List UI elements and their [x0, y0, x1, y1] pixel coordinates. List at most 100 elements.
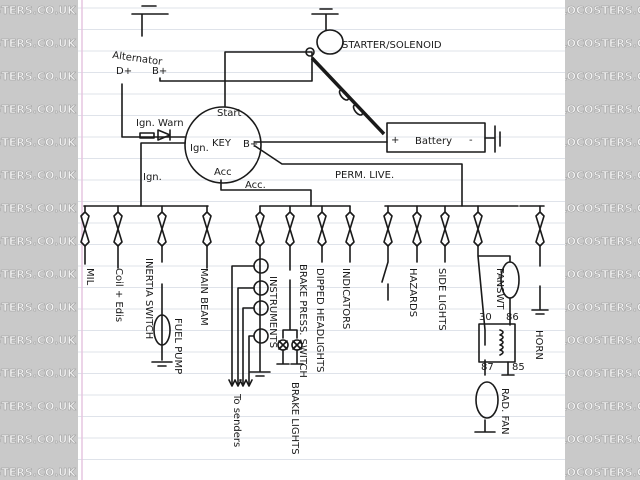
mil-label: MIL	[84, 268, 95, 286]
perm-live-label: PERM. LIVE.	[335, 170, 394, 181]
relay-87-label: 87	[481, 362, 494, 373]
watermark-text: LOCOSTERS.CO.UK	[560, 37, 640, 50]
horn-wire	[531, 245, 549, 315]
watermark-text: LOCOSTERS.CO.UK	[0, 235, 76, 248]
relay-box	[478, 323, 516, 363]
watermark-text: LOCOSTERS.CO.UK	[0, 37, 76, 50]
ign-feed-wire	[140, 142, 186, 207]
fuel-pump-wire	[151, 283, 173, 367]
key-switch-circle	[184, 106, 262, 184]
left-circuit-wires	[84, 245, 208, 269]
fuse-row	[80, 205, 545, 247]
alternator-starter-wires	[159, 51, 313, 107]
solenoid-terminal	[305, 47, 315, 57]
coil-edis-label: Coil + Edis	[113, 268, 124, 322]
radiator-fan-circuit: FANSWT RAD. FAN 30 86 87 85	[474, 245, 525, 435]
sender-wires	[231, 265, 255, 385]
watermark-right: LOCOSTERS.CO.UK LOCOSTERS.CO.UK LOCOSTERS.…	[560, 4, 640, 480]
dipped-headlights-label: DIPPED HEADLIGHTS	[314, 268, 325, 373]
right-circuit-wires	[381, 245, 446, 301]
brake-switch-label: BRAKE PRESS. SWITCH	[297, 264, 308, 378]
inertia-switch-label: INERTIA SWITCH	[143, 258, 154, 339]
cable-crimp	[352, 104, 364, 116]
acc-feed-label: Acc.	[245, 180, 266, 191]
watermark-text: LOCOSTERS.CO.UK	[560, 433, 640, 446]
watermark-text: LOCOSTERS.CO.UK	[560, 202, 640, 215]
watermark-text: LOCOSTERS.CO.UK	[0, 367, 76, 380]
ground-symbol-alternator	[131, 5, 169, 37]
relay-coil-icon	[499, 329, 515, 376]
battery-label: Battery	[415, 136, 452, 147]
instrument-gauges	[228, 258, 269, 387]
watermark-text: LOCOSTERS.CO.UK	[560, 466, 640, 479]
watermark-text: LOCOSTERS.CO.UK	[560, 235, 640, 248]
watermark-text: LOCOSTERS.CO.UK	[0, 400, 76, 413]
watermark-text: LOCOSTERS.CO.UK	[0, 4, 76, 17]
led-icon	[157, 129, 171, 141]
watermark-text: LOCOSTERS.CO.UK	[0, 433, 76, 446]
to-senders-label: To senders	[231, 393, 242, 447]
relay-86-label: 86	[506, 312, 519, 323]
arrow-icons	[228, 379, 253, 387]
battery: + Battery -	[386, 122, 501, 153]
relay-30-label: 30	[479, 312, 492, 323]
resistor-icon	[139, 132, 155, 139]
relay-85-label: 85	[512, 362, 525, 373]
watermark-text: LOCOSTERS.CO.UK	[0, 70, 76, 83]
acc-terminal-label: Acc	[214, 167, 232, 178]
watermark-text: LOCOSTERS.CO.UK	[0, 202, 76, 215]
watermark-text: LOCOSTERS.CO.UK	[560, 4, 640, 17]
starter-motor-icon	[316, 29, 344, 55]
brake-light-wires	[282, 245, 298, 339]
rad-fan-icon	[475, 381, 499, 419]
acc-feed-wire	[220, 179, 312, 207]
starter-label: STARTER/SOLENOID	[342, 40, 442, 51]
fan-switch-label: FANSWT	[494, 268, 505, 310]
ground-symbol-starter	[311, 8, 339, 31]
ignition-key-switch: Start KEY B+ Ign. Acc	[184, 106, 262, 184]
watermark-text: LOCOSTERS.CO.UK	[560, 103, 640, 116]
watermark-text: LOCOSTERS.CO.UK	[560, 169, 640, 182]
fan-switch-icon	[500, 261, 520, 299]
watermark-text: LOCOSTERS.CO.UK	[0, 466, 76, 479]
start-terminal-label: Start	[217, 108, 242, 119]
watermark-text: LOCOSTERS.CO.UK	[0, 136, 76, 149]
watermark-text: LOCOSTERS.CO.UK	[0, 103, 76, 116]
watermark-text: LOCOSTERS.CO.UK	[0, 334, 76, 347]
horn-label: HORN	[533, 330, 544, 360]
b-plus-label: B+	[152, 66, 167, 77]
fuel-pump-label: FUEL PUMP	[172, 318, 183, 374]
fuel-pump-icon	[153, 314, 171, 346]
starter-solenoid: STARTER/SOLENOID	[305, 8, 442, 57]
watermark-text: LOCOSTERS.CO.UK	[0, 268, 76, 281]
hazards-label: HAZARDS	[407, 268, 418, 317]
brake-lights-label: BRAKE LIGHTS	[289, 382, 300, 455]
battery-minus-label: -	[469, 135, 473, 146]
watermark-text: LOCOSTERS.CO.UK	[560, 70, 640, 83]
d-plus-label: D+	[116, 66, 132, 77]
cable-crimp	[338, 89, 350, 101]
side-lights-label: SIDE LIGHTS	[436, 268, 447, 331]
ground-symbol-battery	[484, 125, 501, 153]
brake-light-bulbs	[276, 339, 304, 365]
ign-terminal-label: Ign.	[190, 143, 209, 154]
instruments-ground-wire	[249, 245, 271, 377]
watermark-text: LOCOSTERS.CO.UK	[0, 169, 76, 182]
middle-circuit-wires	[321, 245, 351, 263]
watermark-text: LOCOSTERS.CO.UK	[560, 400, 640, 413]
perm-live-wire	[254, 145, 463, 207]
watermark-text: LOCOSTERS.CO.UK	[560, 367, 640, 380]
key-b-plus-label: B+	[243, 139, 258, 150]
watermark-text: LOCOSTERS.CO.UK	[560, 268, 640, 281]
indicators-label: INDICATORS	[340, 268, 351, 329]
watermark-text: LOCOSTERS.CO.UK	[0, 301, 76, 314]
ign-warn-label: Ign. Warn	[136, 118, 184, 129]
rad-fan-label: RAD. FAN	[499, 388, 510, 435]
main-beam-label: MAIN BEAM	[198, 268, 209, 326]
battery-plus-label: +	[391, 135, 399, 146]
instruments-label: INSTRUMENTS	[267, 276, 278, 348]
watermark-text: LOCOSTERS.CO.UK	[560, 136, 640, 149]
ign-feed-label: Ign.	[143, 172, 162, 183]
